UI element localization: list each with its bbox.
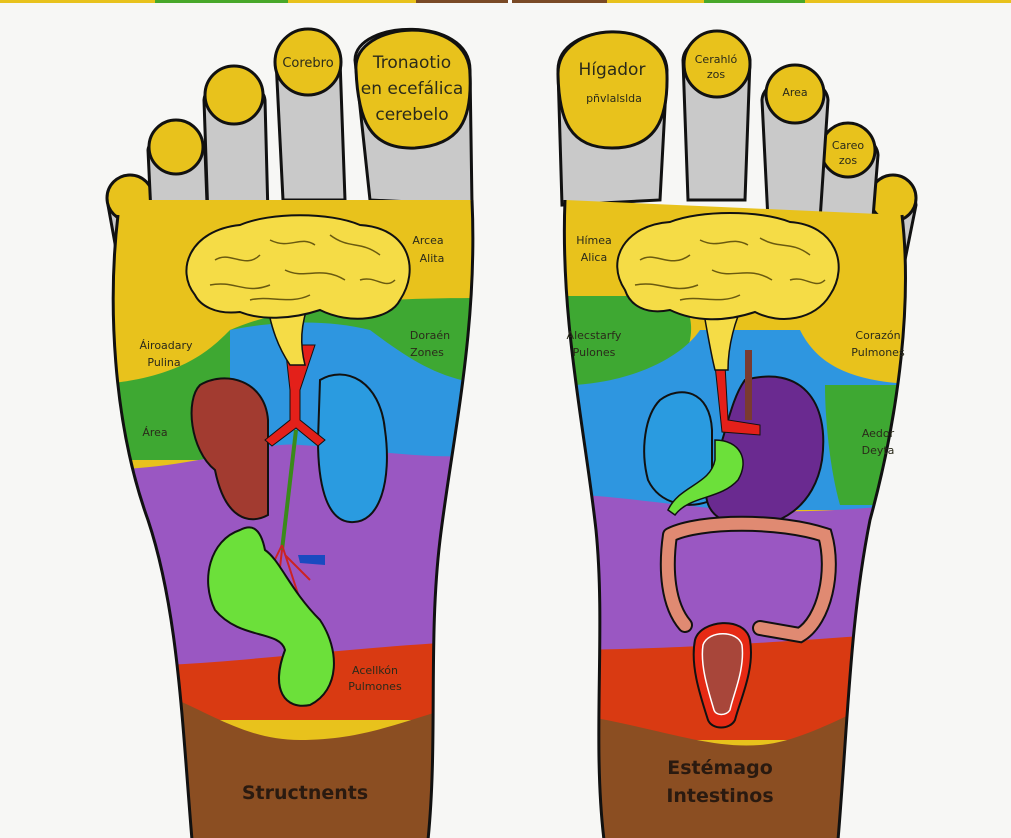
right-zone-yellow-right-1: Corazón [855, 329, 900, 342]
right-toe-3-label: Area [782, 86, 807, 99]
right-toes [556, 29, 918, 262]
left-zone-yellow-left-1: Áiroadary [139, 339, 193, 352]
right-zone-yellow-right-2: Pulmones [851, 346, 905, 359]
left-zone-area-alta-2: Alita [420, 252, 445, 265]
right-toe-4-label-2: zos [839, 154, 858, 167]
right-big-toe-label-2: pñvlalslda [586, 92, 642, 105]
right-big-toe-label-1: Hígador [579, 60, 646, 80]
right-toe-2-label-1: Cerahló [695, 53, 738, 66]
green-organ [207, 526, 335, 707]
left-zone-brown-label: Structnents [242, 782, 368, 804]
right-foot: Hígador pñvlalslda Cerahló zos Area Care… [556, 29, 918, 838]
zone-purple [113, 444, 473, 680]
right-zone-brown-label-2: Intestinos [666, 785, 773, 807]
brain-icon [185, 214, 411, 320]
left-big-toe-label-2: en ecefálica [361, 79, 464, 99]
right-organs [616, 212, 840, 729]
left-zone-yellow-left-2: Pulina [147, 356, 180, 369]
right-zone-brown-label-1: Estémago [667, 757, 773, 779]
left-zone-green-left: Área [142, 426, 167, 439]
left-zone-red-1: Acellkón [352, 664, 398, 677]
left-toe-2-label: Corebro [282, 56, 333, 71]
right-zone-yellow-left-2: Alica [581, 251, 607, 264]
left-big-toe-label-1: Tronaotio [372, 53, 451, 73]
toe-3 [203, 64, 265, 126]
right-zone-green-right-2: Deyta [862, 444, 895, 457]
left-zone-red-2: Pulmones [348, 680, 402, 693]
left-zone-area-alta-1: Arcea [412, 234, 443, 247]
right-toe-4-label-1: Careo [832, 139, 864, 152]
lung-red [190, 377, 269, 521]
right-zone-green-left-2: Pulones [573, 346, 616, 359]
intestine-icon [661, 517, 835, 642]
left-zone-green-right-2: Zones [410, 346, 444, 359]
left-zone-green-right-1: Doraén [410, 329, 450, 342]
left-organs [185, 214, 411, 707]
brain-icon [616, 212, 840, 321]
right-zone-green-left-1: Alecstarfy [567, 329, 622, 342]
toe-4 [147, 118, 205, 176]
gallbladder-icon [667, 439, 744, 517]
lung-blue [316, 373, 388, 524]
right-toe-2-label-2: zos [707, 68, 726, 81]
trachea-icon [264, 344, 326, 447]
toe-3 [764, 63, 826, 125]
left-foot: Tronaotio en ecefálica cerebelo Corebro … [105, 27, 475, 838]
top-color-stripe [0, 0, 1011, 3]
right-zone-green-right-1: Aedor [862, 427, 895, 440]
toe-2 [682, 29, 752, 99]
toe-2 [273, 27, 343, 97]
big-toe [354, 28, 472, 150]
big-toe [556, 30, 669, 150]
left-big-toe-label-3: cerebelo [375, 105, 448, 125]
zone-green-right [825, 385, 906, 505]
right-zone-yellow-left-1: Hímea [576, 234, 612, 247]
